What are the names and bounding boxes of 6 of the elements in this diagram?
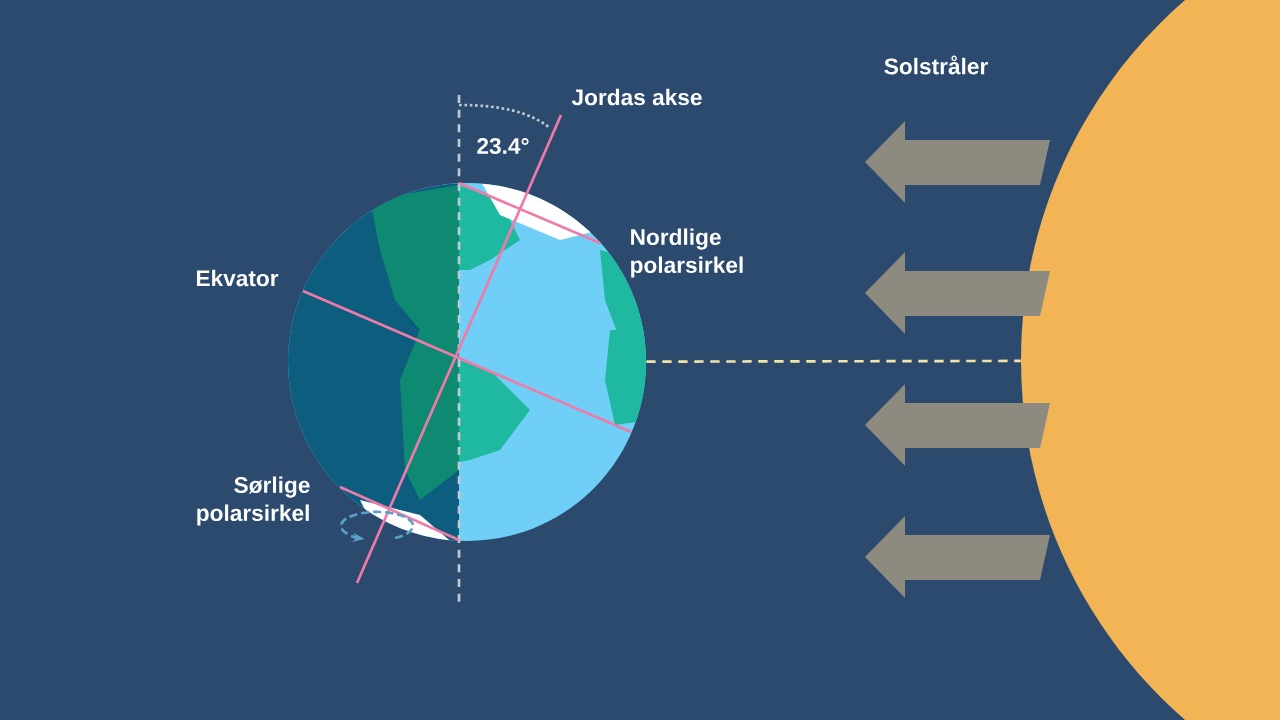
- text-label: Nordlige polarsirkel: [631, 228, 743, 278]
- text-label: Jordas akse: [571, 88, 702, 106]
- dashed-line: [646, 359, 1021, 363]
- text-label: Sørlige polarsirkel: [197, 476, 310, 526]
- text-label: Solstråler: [884, 55, 988, 75]
- text-label: 23.4°: [477, 137, 529, 155]
